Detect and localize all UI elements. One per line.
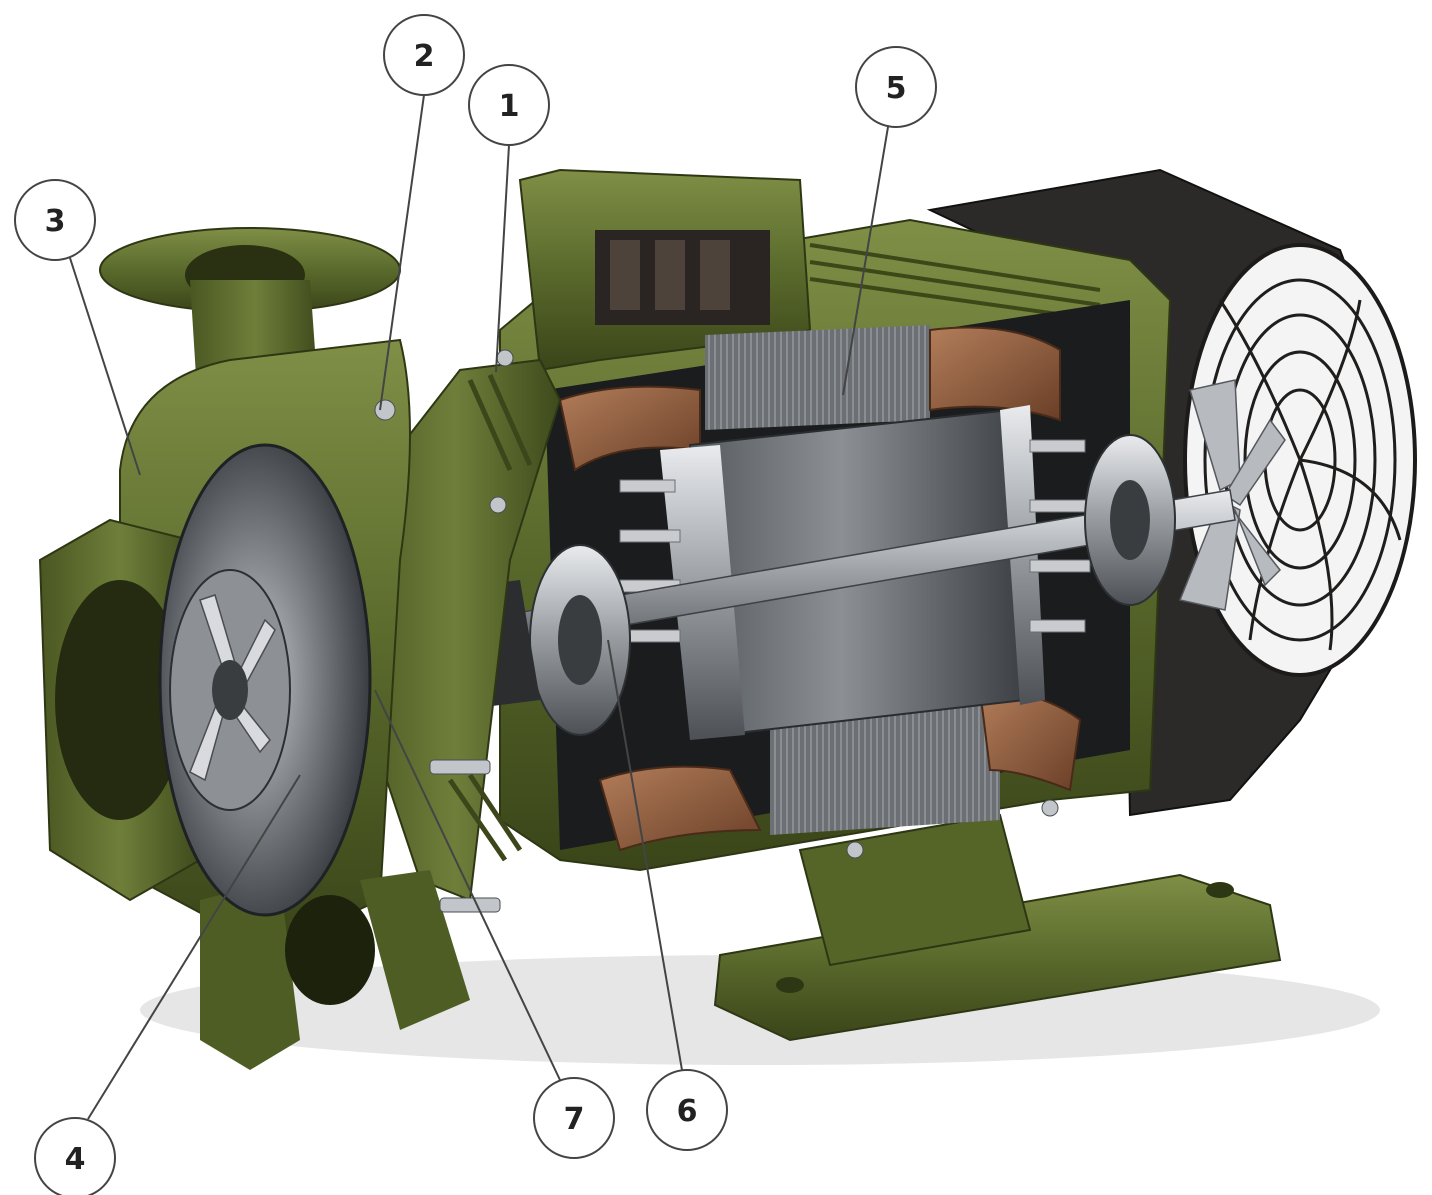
callout-number: 5 [886,71,907,106]
impeller [158,443,372,917]
callout-number: 1 [499,89,520,124]
callout-leader-line [607,639,683,1071]
callout-number: 4 [65,1142,86,1177]
callout-leader-line [495,144,510,373]
callout-circle [468,64,550,146]
bearings [529,434,1176,736]
callout-leader-line [379,94,425,411]
callout-leader-line [374,689,561,1081]
callout-leader-line [842,126,889,396]
callout-circle [533,1077,615,1159]
callout-3: 3 [14,179,141,476]
callout-leader-line [69,257,141,476]
callout-7: 7 [374,689,615,1159]
callout-number: 7 [564,1102,585,1137]
callout-circle [34,1117,116,1195]
callout-2: 2 [379,14,465,411]
pump-illustration [38,168,1417,1070]
callout-leader-line [87,774,301,1120]
callout-circle [855,46,937,128]
callout-number: 3 [45,204,66,239]
callout-circle [14,179,96,261]
callout-6: 6 [607,639,728,1151]
callout-circle [646,1069,728,1151]
callout-5: 5 [842,46,937,396]
callout-number: 2 [414,39,435,74]
callout-circle [383,14,465,96]
terminal-box [518,168,812,372]
callout-number: 6 [677,1094,698,1129]
callout-4: 4 [34,774,301,1195]
callout-1: 1 [468,64,550,373]
bolts [374,349,1059,913]
callout-layer: 1 2 3 4 5 6 7 [14,14,937,1195]
